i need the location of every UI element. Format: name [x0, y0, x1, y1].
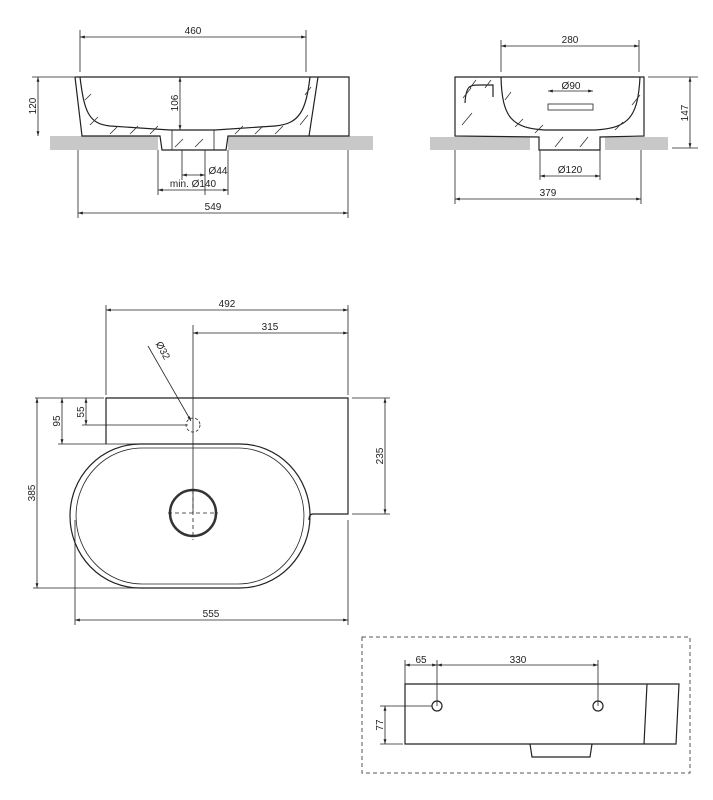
dim-555: 555	[203, 609, 220, 620]
dim-492: 492	[219, 299, 236, 310]
dim-460: 460	[185, 26, 202, 37]
top-view: Ø32 492 315 55 95 385 235 555	[27, 299, 390, 625]
basin-outline	[75, 76, 350, 137]
front-section-view: 460 120 106 Ø44 min. Ø140 549	[28, 26, 373, 218]
countertop-left	[430, 137, 530, 150]
dim-315: 315	[262, 322, 279, 333]
dim-549: 549	[205, 202, 222, 213]
basin-rear-outline	[404, 683, 680, 745]
basin-outline	[105, 397, 349, 521]
dim-330: 330	[510, 655, 527, 666]
dim-379: 379	[540, 188, 557, 199]
dim-65: 65	[415, 655, 427, 666]
dim-77: 77	[375, 719, 386, 731]
detail-frame	[361, 636, 691, 774]
dim-385: 385	[27, 484, 38, 501]
countertop-right	[228, 136, 373, 150]
profile-section-view: Ø90 280 147 Ø120 379	[430, 35, 698, 204]
countertop-right	[605, 137, 668, 150]
countertop-left	[50, 136, 158, 150]
dim-280: 280	[562, 35, 579, 46]
dim-drain-44: Ø44	[209, 166, 228, 177]
bowl-outer	[69, 443, 311, 589]
dim-overflow-90: Ø90	[562, 81, 581, 92]
dim-95: 95	[52, 415, 63, 427]
dim-147: 147	[680, 104, 691, 121]
dim-235: 235	[375, 447, 386, 464]
dim-120: 120	[28, 97, 39, 114]
dim-drain-120: Ø120	[558, 165, 583, 176]
dim-55: 55	[76, 406, 87, 418]
rear-view-detail: 65 330 77	[361, 636, 691, 774]
dim-min-140: min. Ø140	[170, 179, 217, 190]
dim-106: 106	[170, 94, 181, 111]
